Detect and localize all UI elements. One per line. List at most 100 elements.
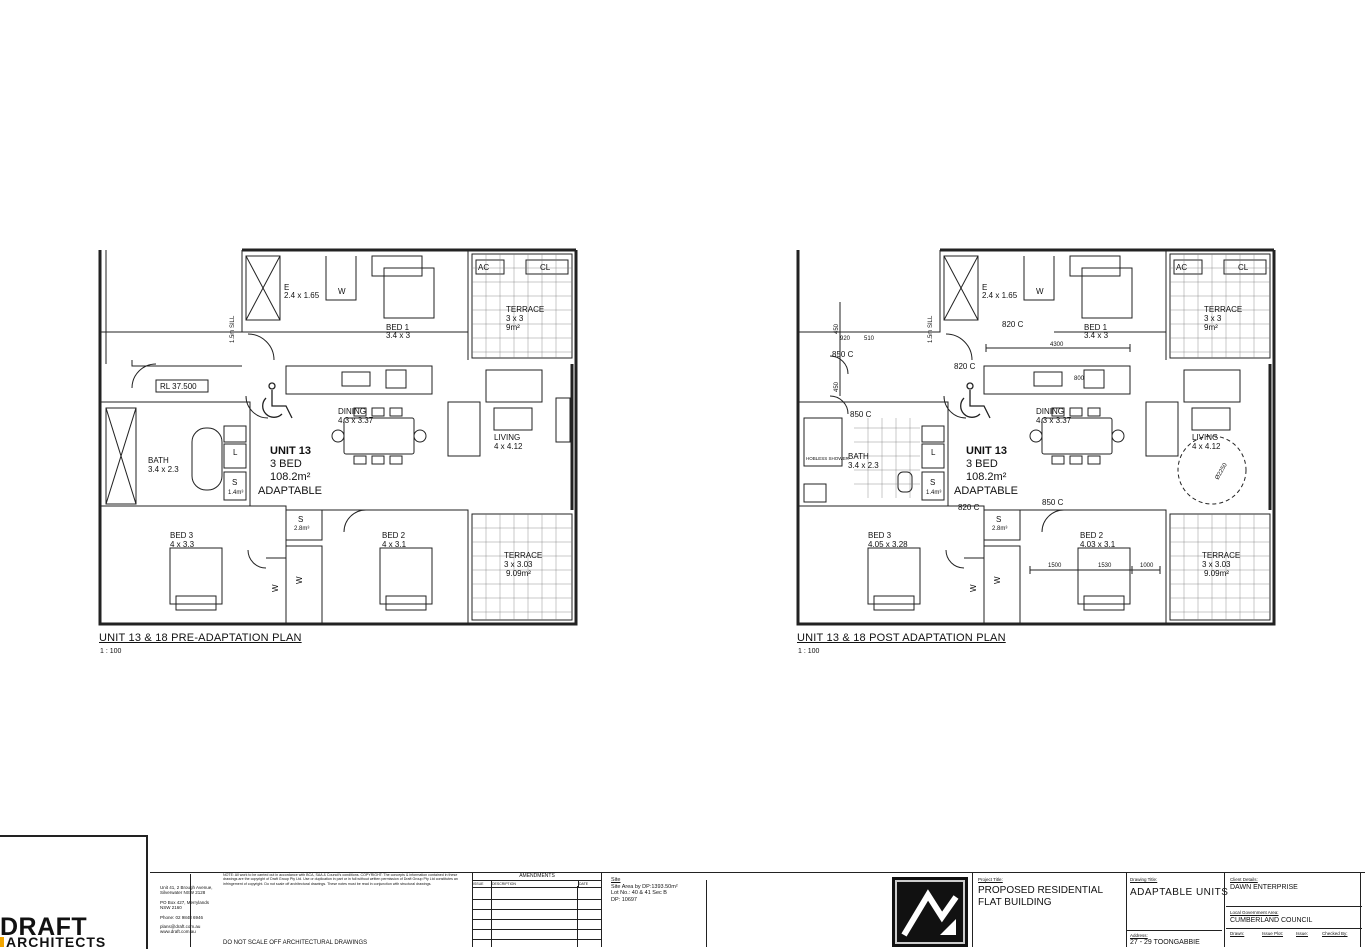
dp-number: DP: 10697 xyxy=(611,896,637,903)
store1-area: 1.4m³ xyxy=(228,490,243,496)
door-820-c: 820 C xyxy=(958,503,980,512)
dining-label: DINING xyxy=(338,407,366,416)
door-850-a: 850 C xyxy=(832,350,854,359)
checked-by-label: Checked By: xyxy=(1322,931,1348,936)
terrace2-dim: 3 x 3.03 xyxy=(504,560,533,569)
w2-label-post: W xyxy=(993,576,1002,584)
store2-label-post: S xyxy=(996,515,1001,524)
project-title-label: Project Title: xyxy=(978,877,1003,882)
bed1-label: BED 1 xyxy=(386,323,410,332)
door-820-a: 820 C xyxy=(1002,320,1024,329)
bed1-label-post: BED 1 xyxy=(1084,323,1108,332)
living-label: LIVING xyxy=(494,433,520,442)
issue-label: Issue: xyxy=(1296,931,1309,936)
terrace1-area: 9m² xyxy=(506,323,520,332)
amend-col-description: DESCRIPTION xyxy=(492,881,579,887)
ensuite-dim-post: 2.4 x 1.65 xyxy=(982,291,1018,300)
amendments-title: AMENDMENTS xyxy=(473,873,601,881)
do-not-scale-note: DO NOT SCALE OFF ARCHITECTURAL DRAWINGS xyxy=(223,940,368,946)
dim-4300: 4300 xyxy=(1050,342,1064,348)
wardrobe-label: W xyxy=(338,287,346,296)
store2-area: 2.8m³ xyxy=(294,526,309,532)
ac-label-post: AC xyxy=(1176,263,1187,272)
cl-label-post: CL xyxy=(1238,263,1249,272)
po-line1: PO Box 427, Merrylands xyxy=(160,899,210,905)
website: www.draft.com.au xyxy=(160,929,196,935)
client-label: Client Details: xyxy=(1230,877,1258,882)
bed3-dim: 4 x 3.3 xyxy=(170,540,195,549)
bracket xyxy=(190,874,219,947)
dining-dim: 4.3 x 3.37 xyxy=(338,416,374,425)
amend-col-date: DATE xyxy=(579,882,589,886)
living-dim: 4 x 4.12 xyxy=(494,442,523,451)
site-area: Site Area by DP:1393.50m² xyxy=(611,883,678,890)
project-title-line2: FLAT BUILDING xyxy=(978,897,1052,908)
living-label-post: LIVING xyxy=(1192,433,1218,442)
bed2-dim-post: 4.03 x 3.1 xyxy=(1080,540,1116,549)
bath-dim-post: 3.4 x 2.3 xyxy=(848,461,879,470)
company-logo: DRAFT xyxy=(0,913,88,941)
bath-dim: 3.4 x 2.3 xyxy=(148,465,179,474)
pre-plan-title: UNIT 13 & 18 PRE-ADAPTATION PLAN xyxy=(99,632,302,644)
client-block: Client Details: DAWN ENTERPRISE xyxy=(1230,877,1298,891)
store1-label: S xyxy=(232,478,237,487)
address-block: Address: 27 - 29 TOONGABBIE xyxy=(1130,933,1200,946)
store2-area-post: 2.8m³ xyxy=(992,526,1007,532)
dim-450-a: 450 xyxy=(834,323,840,334)
dining-label-post: DINING xyxy=(1036,407,1064,416)
store1-label-post: S xyxy=(930,478,935,487)
client-value: DAWN ENTERPRISE xyxy=(1230,884,1298,891)
drawing-meta-row: Drawn: Issue Plot: Issue: Checked By: xyxy=(1230,931,1348,936)
unit-area-post: 108.2m² xyxy=(966,471,1007,483)
pre-adaptation-plan: RL 37.500 1.5m SILL E 2.4 x 1.65 W BED 1… xyxy=(96,248,580,628)
lga-label: Local Government Area: xyxy=(1230,910,1279,915)
bath-label: BATH xyxy=(148,456,169,465)
unit-name-post: UNIT 13 xyxy=(966,445,1007,457)
living-dim-post: 4 x 4.12 xyxy=(1192,442,1221,451)
bed1-dim-post: 3.4 x 3 xyxy=(1084,331,1109,340)
lga-block: Local Government Area: CUMBERLAND COUNCI… xyxy=(1230,910,1312,924)
email: plans@draft.com.au xyxy=(160,924,201,930)
post-plan-scale: 1 : 100 xyxy=(798,648,820,655)
unit-name: UNIT 13 xyxy=(270,445,311,457)
unit-beds: 3 BED xyxy=(270,458,302,470)
terrace1-area-post: 9m² xyxy=(1204,323,1218,332)
address-label: Address: xyxy=(1130,933,1148,938)
dining-dim-post: 4.3 x 3.37 xyxy=(1036,416,1072,425)
dim-920: 920 xyxy=(840,336,851,342)
door-850-b: 850 C xyxy=(850,410,872,419)
ensuite-label-post: E xyxy=(982,283,987,292)
address-line1: Unit 41, 2 Brough Avenue, xyxy=(160,885,213,890)
terrace2-dim-post: 3 x 3.03 xyxy=(1202,560,1231,569)
site-info: Site Site Area by DP:1393.50m² Lot No.: … xyxy=(611,877,678,903)
project-title-line1: PROPOSED RESIDENTIAL xyxy=(978,885,1104,896)
ac-label: AC xyxy=(478,263,489,272)
address-line2: Silverwater NSW 2128 xyxy=(160,890,206,896)
door-820-b: 820 C xyxy=(954,362,976,371)
contact-block: Unit 41, 2 Brough Avenue, Silverwater NS… xyxy=(160,885,212,935)
shower-label: HOBLESS SHOWER xyxy=(806,456,850,461)
wardrobe-label-post: W xyxy=(1036,287,1044,296)
terrace1-label-post: TERRACE xyxy=(1204,305,1242,314)
rl-label: RL 37.500 xyxy=(160,382,197,391)
unit-area: 108.2m² xyxy=(270,471,311,483)
bed2-label-post: BED 2 xyxy=(1080,531,1104,540)
project-title-block: Project Title: PROPOSED RESIDENTIAL FLAT… xyxy=(978,877,1103,909)
terrace2-area: 9.09m² xyxy=(506,569,531,578)
unit-type: ADAPTABLE xyxy=(258,485,322,497)
dim-510: 510 xyxy=(864,336,875,342)
terrace2-label: TERRACE xyxy=(504,551,542,560)
ensuite-label: E xyxy=(284,283,289,292)
drawing-title: ADAPTABLE UNITS xyxy=(1130,887,1229,898)
logo-frame xyxy=(0,835,148,949)
bed2-label: BED 2 xyxy=(382,531,406,540)
laundry-label-post: L xyxy=(931,448,936,457)
lga-value: CUMBERLAND COUNCIL xyxy=(1230,917,1313,924)
dim-1500: 1500 xyxy=(1048,563,1062,569)
bed1-dim: 3.4 x 3 xyxy=(386,331,411,340)
unit-beds-post: 3 BED xyxy=(966,458,998,470)
bath-label-post: BATH xyxy=(848,452,869,461)
post-adaptation-plan: 1.5m SILL E 2.4 x 1.65 W BED 1 3.4 x 3 A… xyxy=(794,248,1278,628)
company-logo-sub: ARCHITECTS xyxy=(6,934,107,950)
sill-label-post: 1.5m SILL xyxy=(928,315,934,343)
